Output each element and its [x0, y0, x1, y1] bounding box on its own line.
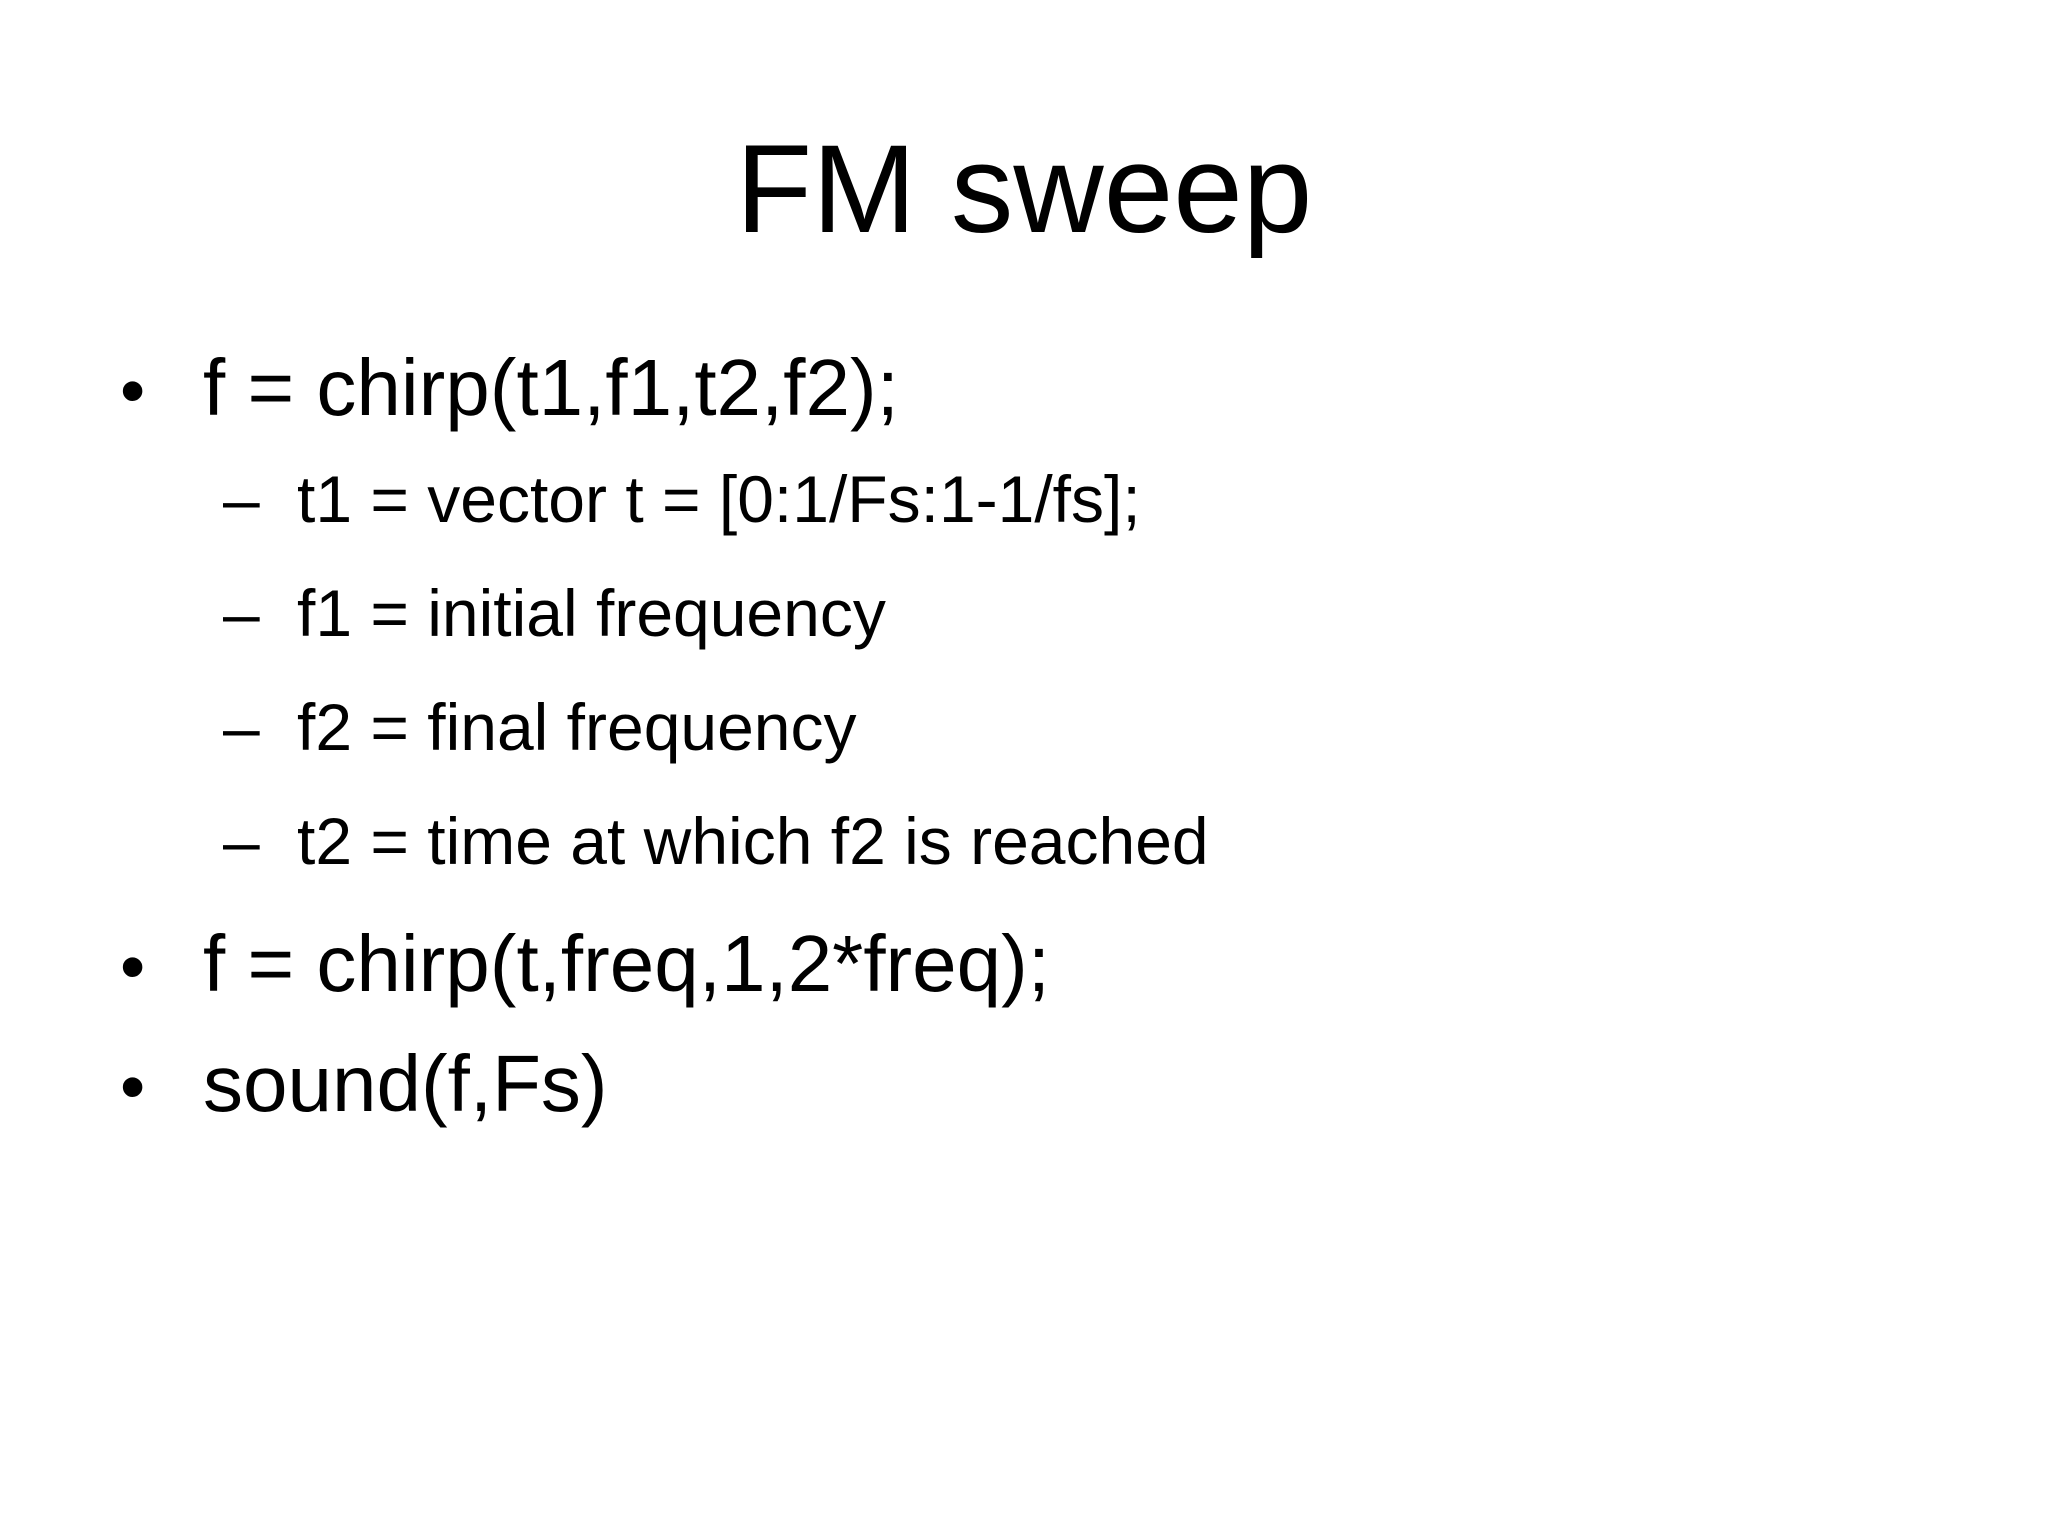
sub-bullet-item: – t1 = vector t = [0:1/Fs:1-1/fs]; [100, 462, 1988, 538]
slide-body: • f = chirp(t1,f1,t2,f2); – t1 = vector … [100, 342, 1988, 1158]
dash-marker-icon: – [223, 575, 260, 650]
slide-title: FM sweep [735, 120, 1313, 259]
dash-marker-icon: – [223, 462, 260, 536]
bullet-text: sound(f,Fs) [203, 1038, 608, 1128]
bullet-text: f = chirp(t1,f1,t2,f2); [203, 343, 899, 432]
bullet-item: • f = chirp(t1,f1,t2,f2); [100, 342, 1988, 434]
sub-bullet-text: t1 = vector t = [0:1/Fs:1-1/fs]; [297, 462, 1141, 536]
sub-bullet-item: – f2 = final frequency [100, 690, 1988, 766]
bullet-dot-icon: • [120, 351, 146, 431]
sub-bullet-text: t2 = time at which f2 is reached [297, 803, 1209, 878]
bullet-item: • f = chirp(t,freq,1,2*freq); [100, 918, 1988, 1010]
bullet-item: • sound(f,Fs) [100, 1038, 1988, 1130]
dash-marker-icon: – [223, 689, 260, 764]
sub-bullet-item: – t2 = time at which f2 is reached [100, 804, 1988, 880]
sub-bullet-text: f1 = initial frequency [297, 575, 886, 650]
dash-marker-icon: – [223, 803, 260, 878]
bullet-text: f = chirp(t,freq,1,2*freq); [203, 918, 1051, 1008]
bullet-dot-icon: • [120, 1046, 146, 1127]
sub-bullet-item: – f1 = initial frequency [100, 576, 1988, 652]
bullet-dot-icon: • [120, 926, 146, 1007]
sub-bullet-text: f2 = final frequency [297, 689, 857, 764]
